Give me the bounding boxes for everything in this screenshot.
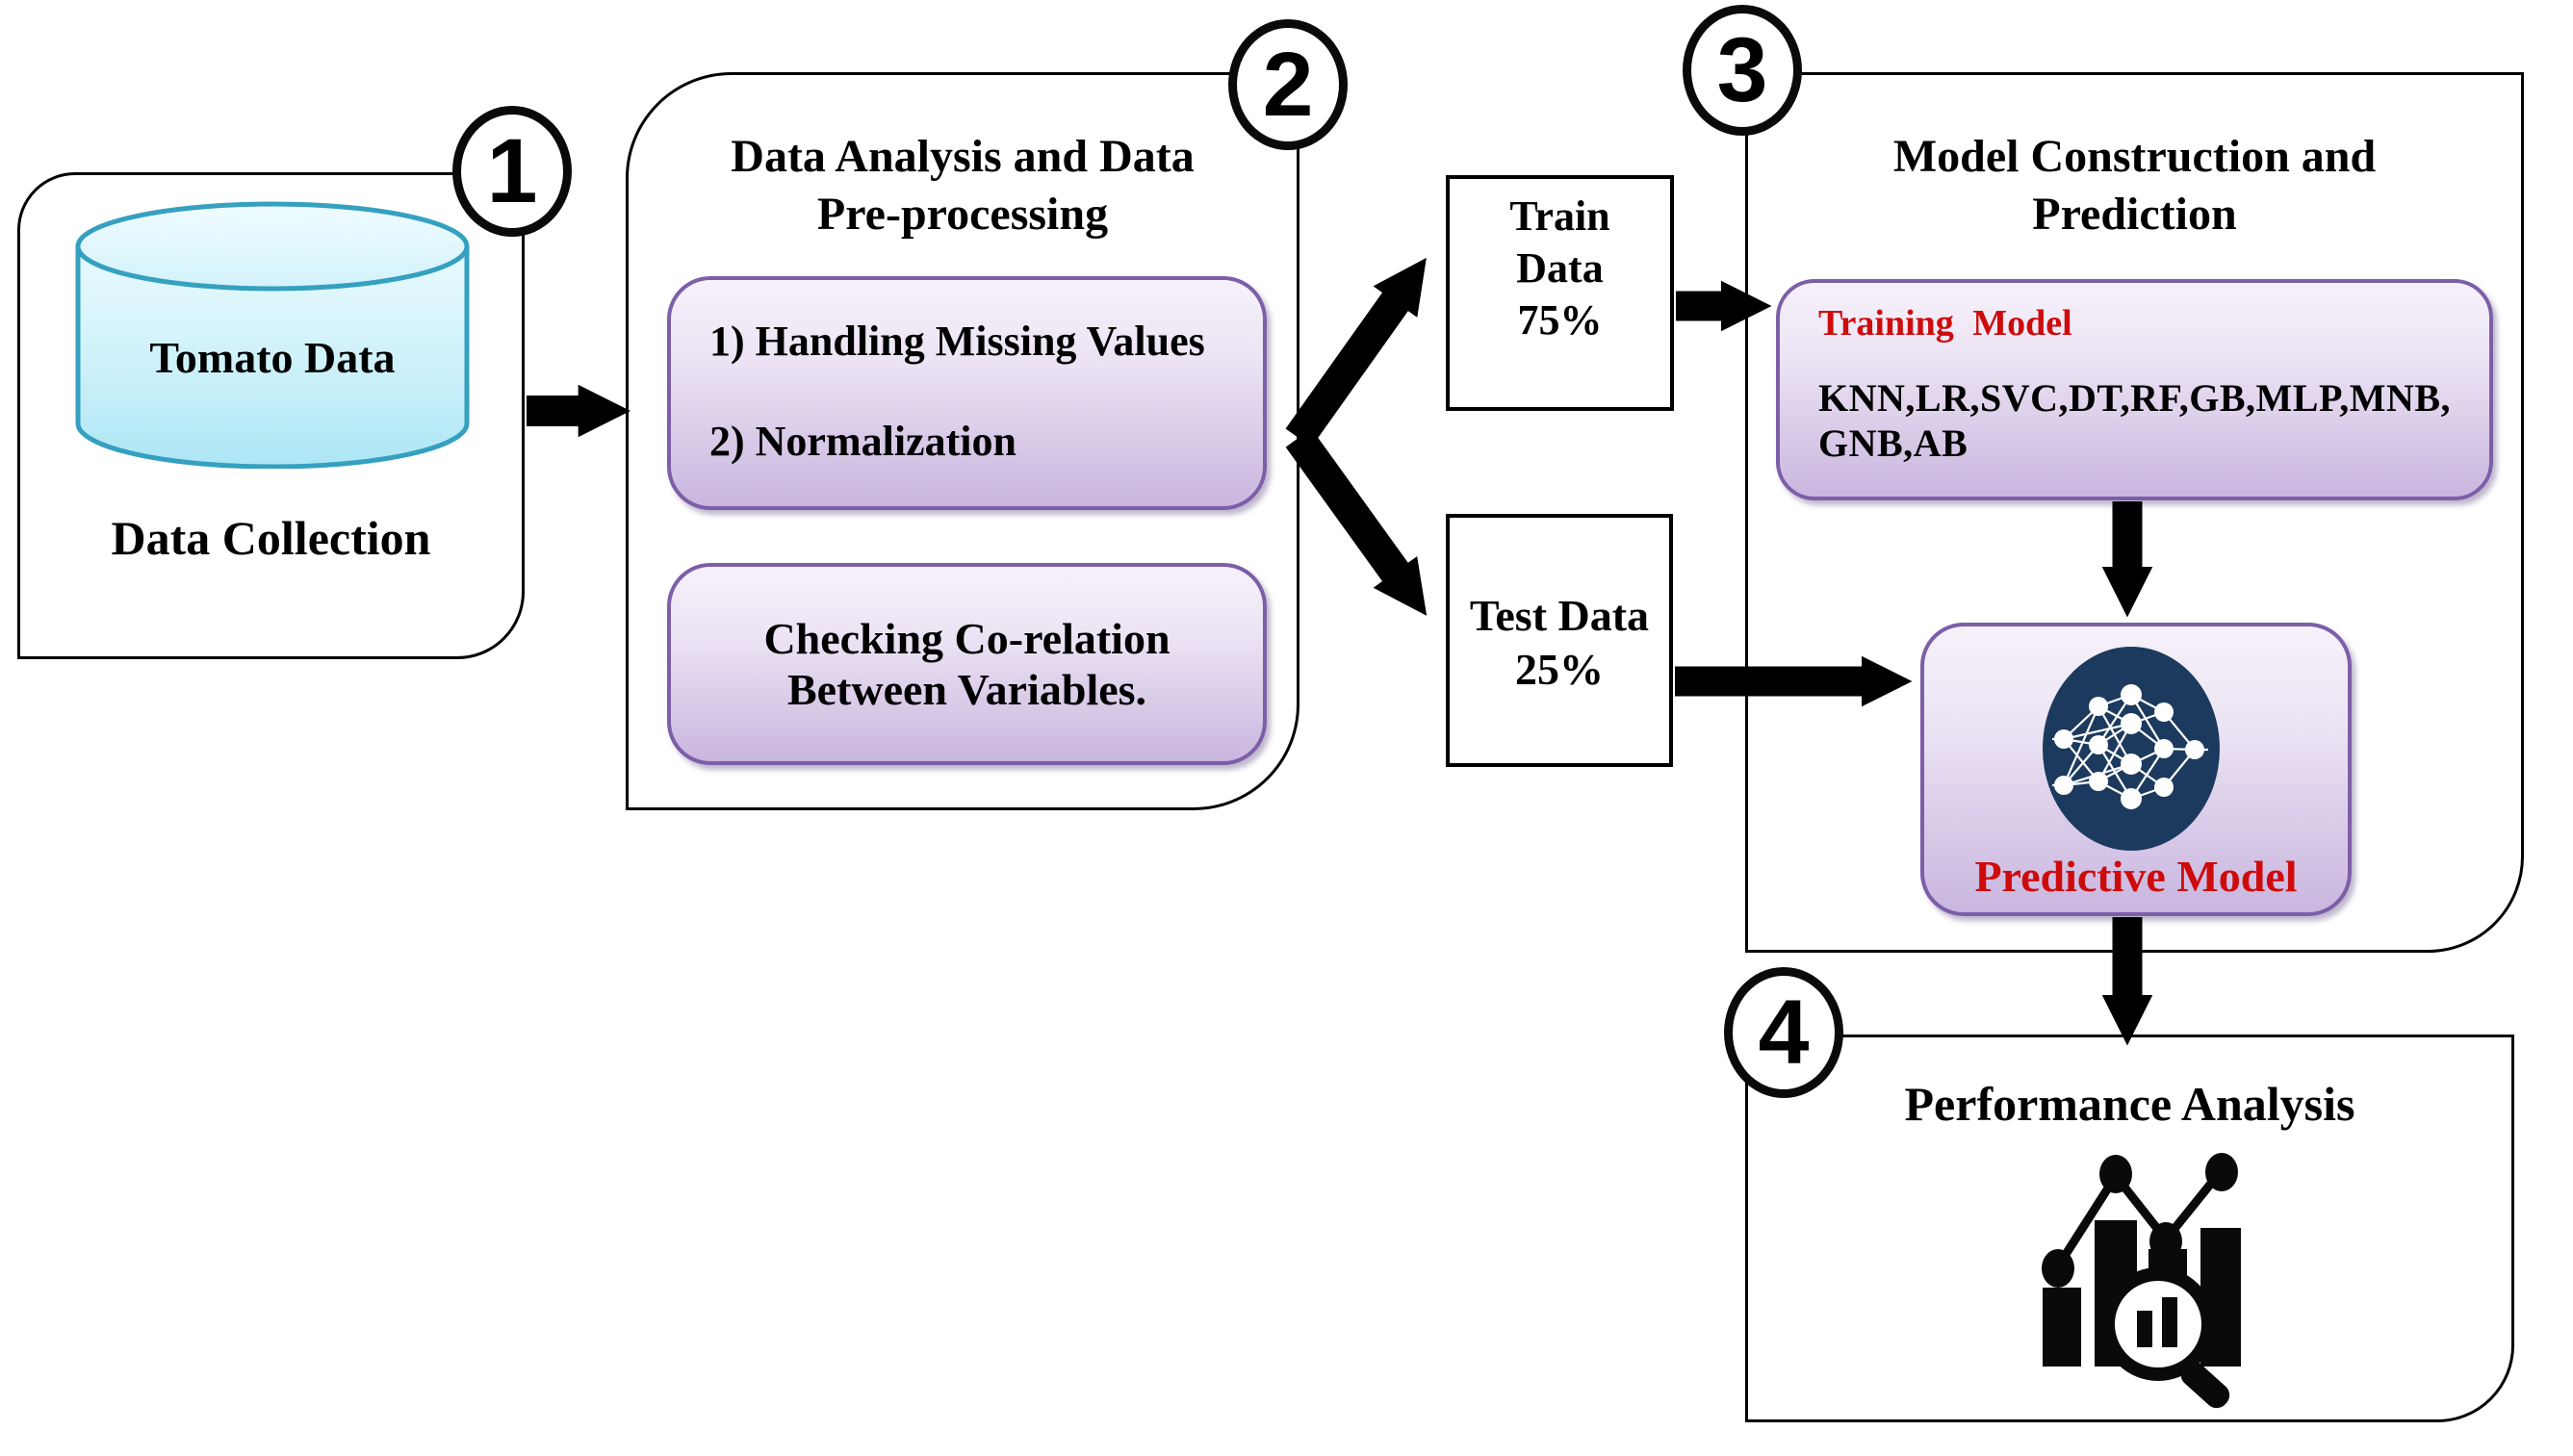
stage2-title-line2: Pre-processing	[816, 189, 1109, 240]
arrow-split-to-test	[1285, 428, 1428, 616]
stage3-number: 3	[1716, 18, 1768, 121]
correlation-line2: Between Variables.	[786, 665, 1147, 714]
predictive-model-label: Predictive Model	[1974, 852, 2298, 901]
stage4-number: 4	[1758, 981, 1810, 1084]
stage3-number-badge: 3	[1683, 5, 1802, 136]
test-line2: 25%	[1515, 645, 1604, 694]
training-model-box: Training Model KNN,LR,SVC,DT,RF,GB,MLP,M…	[1776, 279, 2493, 500]
predictive-model-box: Predictive Model	[1920, 623, 2352, 916]
preprocessing-step-2: 2) Normalization	[709, 418, 1016, 465]
chart-magnifier-icon	[2042, 1153, 2241, 1409]
correlation-check-box: Checking Co-relation Between Variables.	[667, 563, 1267, 765]
train-line1: Train	[1509, 192, 1610, 240]
stage4-number-badge: 4	[1724, 967, 1843, 1098]
correlation-line1: Checking Co-relation	[763, 614, 1171, 663]
stage2-title-line1: Data Analysis and Data	[731, 131, 1195, 182]
stage4-title: Performance Analysis	[1904, 1077, 2355, 1131]
stage1-title: Data Collection	[111, 511, 431, 565]
stage1-number: 1	[486, 119, 538, 222]
arrow-split-to-train	[1285, 257, 1427, 447]
preprocessing-step-1: 1) Handling Missing Values	[709, 318, 1205, 365]
algorithms-list: KNN,LR,SVC,DT,RF,GB,MLP,MNB,GNB,AB	[1818, 376, 2452, 465]
train-line3: 75%	[1517, 296, 1603, 344]
stage3-title-line1: Model Construction and	[1892, 131, 2377, 182]
train-data-box: Train Data 75%	[1446, 175, 1674, 411]
train-line2: Data	[1516, 244, 1604, 292]
stage1-number-badge: 1	[452, 106, 572, 237]
training-model-label: Training Model	[1818, 303, 2072, 344]
stage2-number-badge: 2	[1228, 19, 1348, 150]
test-data-box: Test Data 25%	[1446, 514, 1673, 767]
preprocessing-steps-box: 1) Handling Missing Values 2) Normalizat…	[667, 276, 1267, 510]
neural-network-icon	[2043, 647, 2220, 851]
test-line1: Test Data	[1469, 591, 1650, 640]
cylinder-label: Tomato Data	[149, 333, 396, 382]
stage2-number: 2	[1262, 33, 1314, 136]
stage3-title: Model Construction and Prediction	[1745, 128, 2524, 243]
stage3-title-line2: Prediction	[2032, 189, 2237, 240]
stage2-title: Data Analysis and Data Pre-processing	[626, 128, 1299, 243]
database-cylinder-icon	[75, 201, 470, 469]
